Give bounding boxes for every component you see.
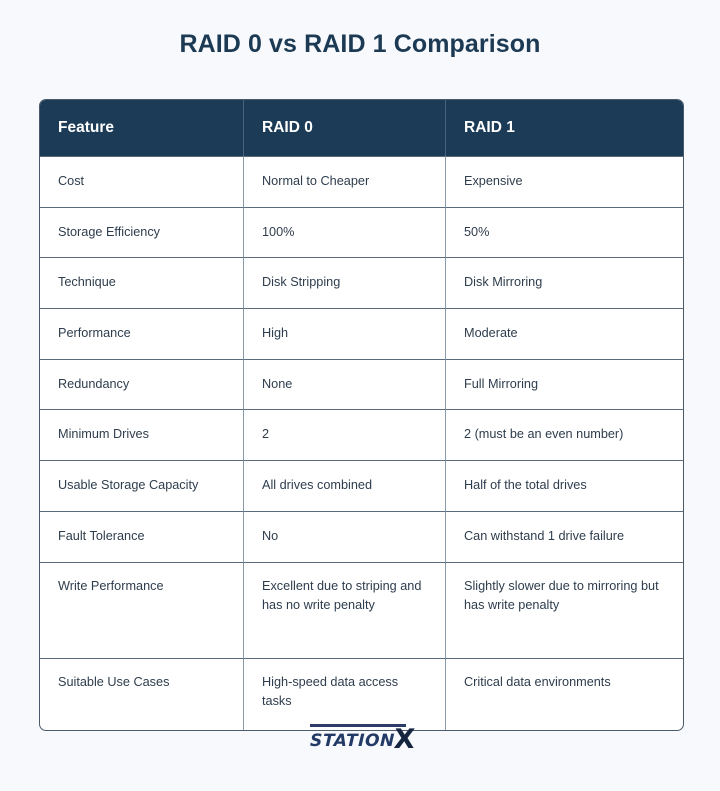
logo-inner: STATION X xyxy=(306,723,416,755)
table-row: Suitable Use Cases High-speed data acces… xyxy=(40,657,683,730)
stationx-logo: STATION X xyxy=(0,723,720,755)
logo-underline-bar xyxy=(309,724,406,727)
cell-feature: Fault Tolerance xyxy=(40,510,244,562)
cell-raid1: Expensive xyxy=(446,156,683,207)
column-header-raid1: RAID 1 xyxy=(464,119,515,136)
comparison-table-container: Feature RAID 0 RAID 1 Cost Normal to Che… xyxy=(39,99,684,731)
table-row: Fault Tolerance No Can withstand 1 drive… xyxy=(40,510,683,562)
table-header: Feature RAID 0 RAID 1 xyxy=(40,100,683,156)
cell-feature: Minimum Drives xyxy=(40,409,244,461)
page-title: RAID 0 vs RAID 1 Comparison xyxy=(179,30,541,58)
cell-raid1: Half of the total drives xyxy=(446,460,683,511)
cell-feature: Usable Storage Capacity xyxy=(40,460,244,511)
cell-raid1: Moderate xyxy=(446,308,683,359)
cell-feature: Performance xyxy=(40,308,244,359)
cell-raid0: Disk Stripping xyxy=(244,257,446,309)
cell-raid0: High-speed data access tasks xyxy=(244,657,446,730)
cell-raid0: Normal to Cheaper xyxy=(244,156,446,207)
cell-feature: Cost xyxy=(40,156,244,207)
table-row: Technique Disk Stripping Disk Mirroring xyxy=(40,257,683,309)
cell-raid1: Disk Mirroring xyxy=(446,257,683,308)
table-row: Redundancy None Full Mirroring xyxy=(40,358,683,410)
cell-raid0: Excellent due to striping and has no wri… xyxy=(244,561,446,658)
cell-raid0: 2 xyxy=(244,409,446,461)
column-header-feature: Feature xyxy=(40,100,244,156)
cell-raid0: No xyxy=(244,510,446,562)
cell-feature: Storage Efficiency xyxy=(40,206,244,258)
raid-comparison-table: Feature RAID 0 RAID 1 Cost Normal to Che… xyxy=(39,99,684,731)
cell-feature: Technique xyxy=(40,257,244,309)
cell-raid0: None xyxy=(244,358,446,410)
cell-raid0: High xyxy=(244,308,446,359)
cell-raid0: All drives combined xyxy=(244,460,446,511)
cell-raid1: Can withstand 1 drive failure xyxy=(446,510,683,562)
cell-raid1: Critical data environments xyxy=(446,657,683,730)
cell-feature: Write Performance xyxy=(40,561,244,658)
table-body: Cost Normal to Cheaper Expensive Storage… xyxy=(40,156,683,730)
cell-raid1: 2 (must be an even number) xyxy=(446,409,683,460)
table-row: Write Performance Excellent due to strip… xyxy=(40,561,683,658)
table-row: Performance High Moderate xyxy=(40,308,683,359)
column-header-raid0: RAID 0 xyxy=(244,100,446,156)
cell-raid1: 50% xyxy=(446,206,683,258)
cell-raid0: 100% xyxy=(244,206,446,258)
table-header-row: Feature RAID 0 RAID 1 xyxy=(40,100,683,156)
table-row: Usable Storage Capacity All drives combi… xyxy=(40,460,683,511)
cell-feature: Suitable Use Cases xyxy=(40,657,244,730)
table-row: Storage Efficiency 100% 50% xyxy=(40,206,683,258)
logo-x-mark-icon: X xyxy=(392,724,416,755)
cell-feature: Redundancy xyxy=(40,358,244,410)
cell-raid1: Full Mirroring xyxy=(446,358,683,410)
cell-raid1: Slightly slower due to mirroring but has… xyxy=(446,561,683,658)
table-row: Minimum Drives 2 2 (must be an even numb… xyxy=(40,409,683,461)
logo-wordmark: STATION xyxy=(309,731,395,751)
table-row: Cost Normal to Cheaper Expensive xyxy=(40,156,683,207)
